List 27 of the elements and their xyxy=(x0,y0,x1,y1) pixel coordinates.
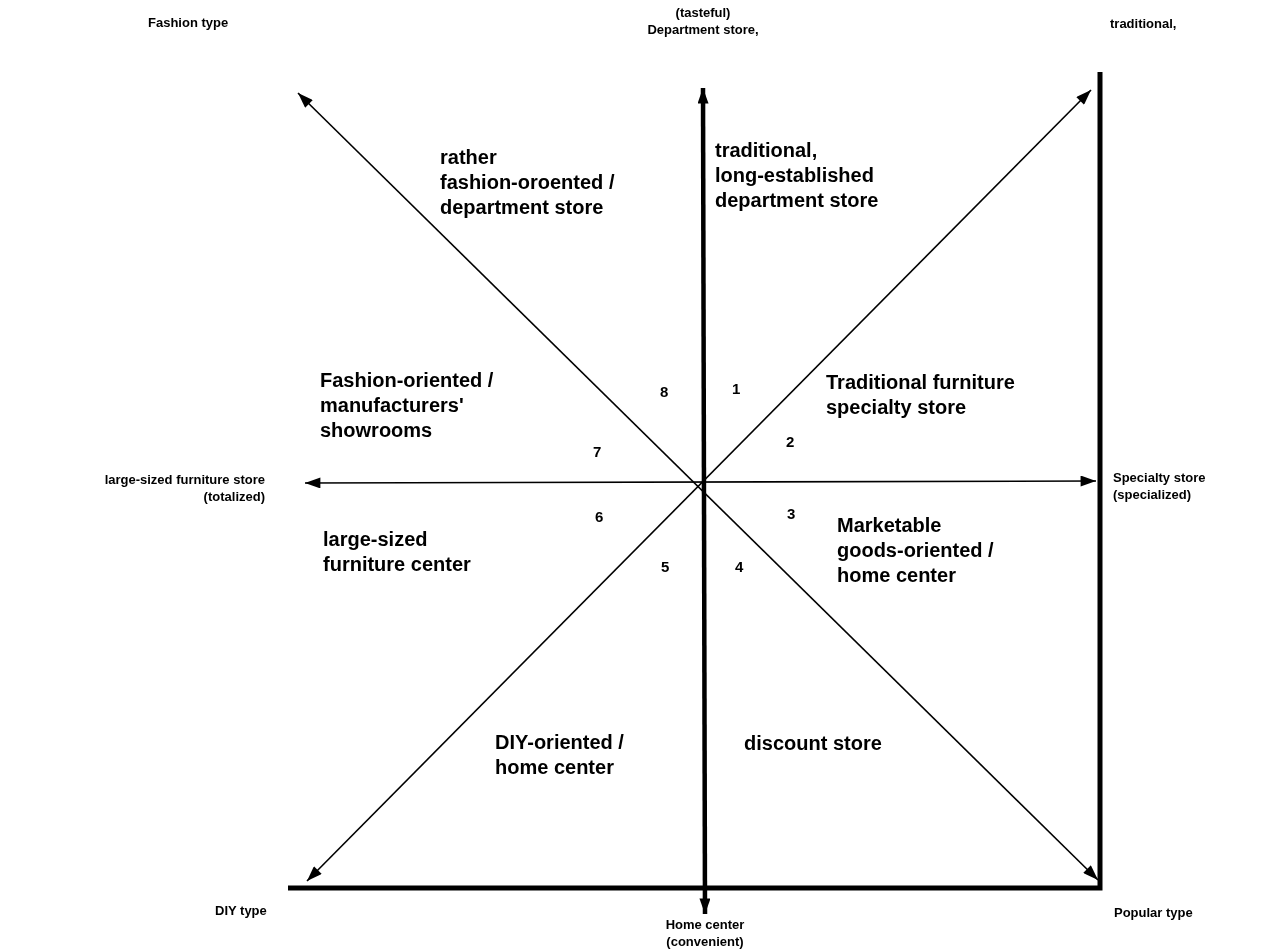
store-type-label: Traditional furniture specialty store xyxy=(826,370,1016,420)
sector-number: 6 xyxy=(595,508,604,526)
double-arrow xyxy=(304,475,1097,489)
axis-label: Popular type xyxy=(1114,904,1194,921)
store-type-label: rather fashion-oroented / department store xyxy=(440,145,616,220)
sector-number: 3 xyxy=(787,505,796,523)
axis-label: traditional, xyxy=(1110,15,1178,32)
axis-label: Department store, xyxy=(646,21,760,38)
axis-label: Home center (convenient) xyxy=(664,916,746,950)
sector-number: 4 xyxy=(735,558,744,576)
store-type-label: traditional, long-established department store xyxy=(715,138,880,213)
store-type-label: discount store xyxy=(744,731,883,756)
sector-number: 7 xyxy=(593,443,602,461)
double-arrow xyxy=(697,88,711,914)
store-type-label: DIY-oriented / home center xyxy=(495,730,625,780)
sector-number: 1 xyxy=(732,380,741,398)
axis-label: large-sized furniture store (totalized) xyxy=(103,471,265,505)
axis-label: (tasteful) xyxy=(674,4,732,21)
store-type-label: large-sized furniture center xyxy=(323,527,472,577)
sector-number: 2 xyxy=(786,433,795,451)
axis-label: DIY type xyxy=(215,902,268,919)
sector-number: 8 xyxy=(660,383,669,401)
axis-label: Fashion type xyxy=(148,14,230,31)
sector-number: 5 xyxy=(661,558,670,576)
store-type-label: Fashion-oriented / manufacturers' showrooms xyxy=(320,368,495,443)
axis-label: Specialty store (specialized) xyxy=(1113,469,1207,503)
store-type-label: Marketable goods-oriented / home center xyxy=(837,513,995,588)
